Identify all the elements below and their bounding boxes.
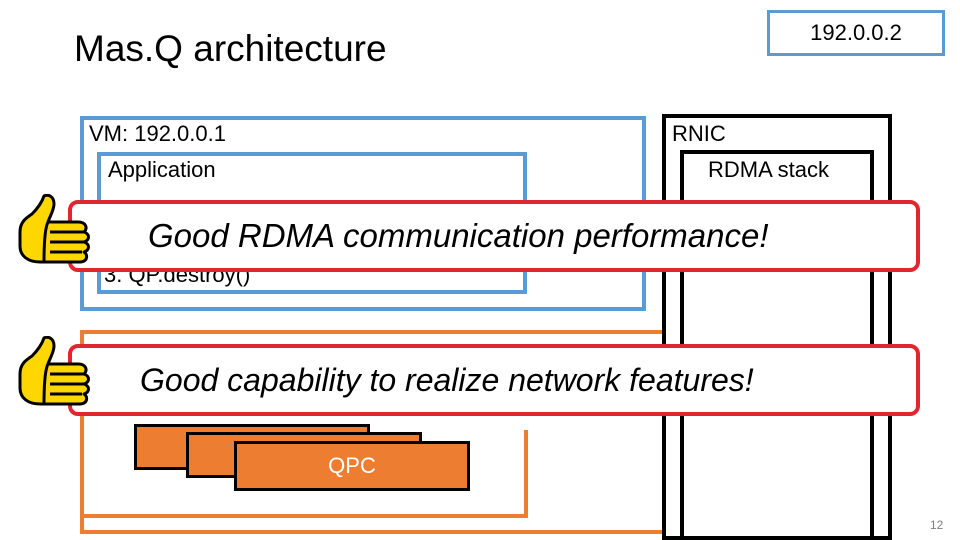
slide-title: Mas.Q architecture xyxy=(74,28,387,69)
performance-banner: Good RDMA communication performance! xyxy=(68,200,920,272)
qpc-container-box xyxy=(80,430,528,518)
ip-address-label: 192.0.0.2 xyxy=(810,20,902,45)
application-label: Application xyxy=(108,157,216,182)
network-features-banner-text: Good capability to realize network featu… xyxy=(140,361,754,398)
rdma-stack-label: RDMA stack xyxy=(708,157,830,182)
performance-banner-text: Good RDMA communication performance! xyxy=(148,217,769,254)
network-features-banner: Good capability to realize network featu… xyxy=(68,344,920,416)
thumbs-up-icon xyxy=(18,336,90,406)
rnic-label: RNIC xyxy=(672,121,726,146)
vm-label: VM: 192.0.0.1 xyxy=(89,121,226,146)
qpc-label: QPC xyxy=(328,453,376,478)
thumbs-up-icon xyxy=(18,194,90,264)
page-number: 12 xyxy=(930,518,944,532)
qpc-block-front: QPC xyxy=(234,441,470,491)
ip-address-box: 192.0.0.2 xyxy=(767,10,945,56)
